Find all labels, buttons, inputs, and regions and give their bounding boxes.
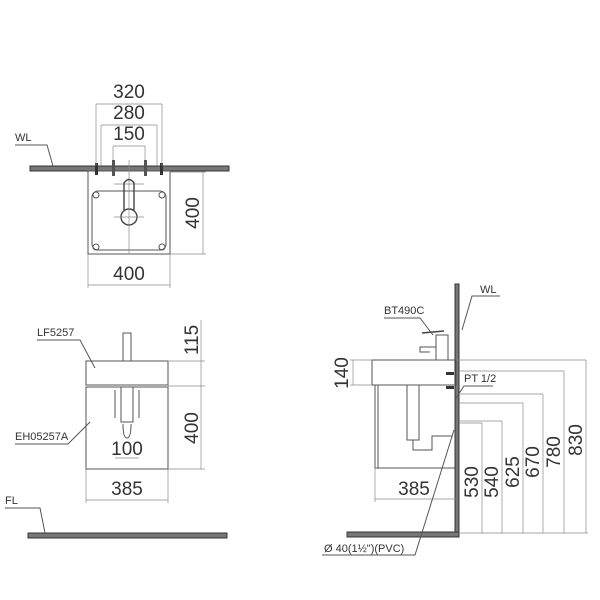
- wall-side: [454, 283, 460, 537]
- basin-front: [85, 360, 169, 386]
- valve: [112, 160, 115, 176]
- valve: [144, 160, 147, 176]
- fl-leader: [5, 507, 46, 534]
- dim-280: 280: [113, 103, 145, 124]
- corner-mark: [92, 191, 100, 199]
- fl-label: FL: [5, 495, 18, 507]
- basin-leader: [37, 339, 96, 369]
- basin-side: [371, 359, 457, 386]
- spout: [419, 346, 436, 353]
- wall-line-top: [29, 165, 230, 172]
- handle: [421, 330, 445, 334]
- dim-400-depth: 400: [183, 197, 204, 229]
- wl-label-top: WL: [15, 132, 32, 144]
- faucet-side: [435, 334, 449, 360]
- floor-side: [346, 531, 460, 538]
- top-view: WL 320 280 150: [15, 82, 230, 288]
- dim-385-side: 385: [398, 479, 430, 500]
- faucet-label: BT490C: [384, 305, 424, 317]
- dim-100: 100: [111, 439, 143, 460]
- supply-leader: [455, 385, 493, 399]
- corner-mark: [158, 191, 166, 199]
- dim-540: 540: [482, 466, 503, 498]
- wl-leader-side: [461, 295, 500, 331]
- dim-150: 150: [113, 124, 145, 145]
- supply-valve: [446, 372, 454, 375]
- dim-140: 140: [332, 357, 353, 389]
- dim-400-cabinet: 400: [182, 412, 203, 444]
- supply-label: PT 1/2: [464, 373, 496, 385]
- corner-mark: [158, 243, 166, 251]
- dim-400-width: 400: [113, 264, 145, 285]
- bracket: [95, 163, 98, 175]
- drain-pipe: [120, 386, 134, 423]
- front-view: LF5257 EH05257A 115 400 100 385 FL: [5, 320, 228, 539]
- drain-pipe-side: [406, 384, 420, 441]
- supply-valve: [446, 386, 454, 389]
- dim-780: 780: [544, 436, 565, 468]
- dim-625: 625: [503, 456, 524, 488]
- faucet-front: [122, 332, 132, 362]
- cabinet-label: EH05257A: [15, 431, 69, 443]
- dim-320: 320: [113, 82, 145, 103]
- bracket: [160, 163, 163, 175]
- dim-115: 115: [182, 325, 203, 355]
- cabinet-side-front: [374, 384, 379, 469]
- drain-leader: [322, 429, 455, 556]
- side-view: WL BT490C PT 1/2 140 385 530: [322, 283, 588, 556]
- wl-label-side: WL: [480, 284, 497, 296]
- dim-830: 830: [566, 424, 587, 456]
- drain-label: Ø 40(1½")(PVC): [324, 543, 404, 555]
- dim-530: 530: [462, 466, 483, 498]
- wl-leader-top: [15, 144, 54, 167]
- dim-670: 670: [523, 446, 544, 478]
- trap: [122, 423, 132, 439]
- dim-385-front: 385: [111, 479, 143, 500]
- basin-label: LF5257: [37, 327, 74, 339]
- faucet-top: [123, 178, 135, 210]
- trap-side: [412, 435, 452, 451]
- floor-line-front: [27, 532, 228, 539]
- cabinet-leader: [15, 421, 91, 445]
- faucet-leader: [384, 317, 434, 336]
- corner-mark: [92, 243, 100, 251]
